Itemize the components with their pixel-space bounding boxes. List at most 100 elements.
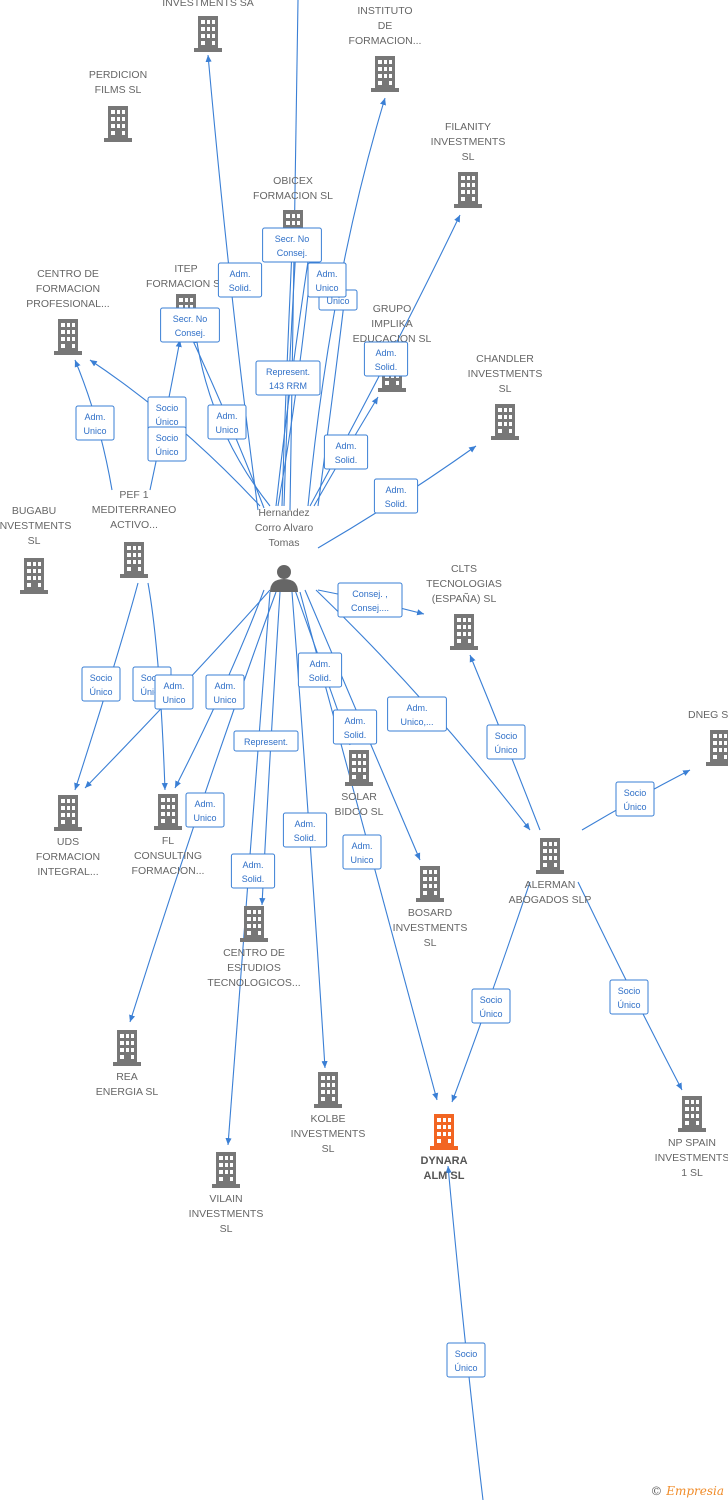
edge-label[interactable]: Adm.Solid. bbox=[323, 434, 369, 470]
edge-label-text: Secr. No bbox=[173, 314, 208, 324]
edge-label-text: Único bbox=[140, 687, 163, 697]
edge-label-box bbox=[185, 792, 225, 828]
building-icon bbox=[20, 558, 48, 594]
company-node[interactable]: FLCONSULTINGFORMACION... bbox=[132, 794, 205, 877]
node-label: INTEGRAL... bbox=[37, 866, 98, 878]
edge-label[interactable]: Adm.Unico bbox=[154, 674, 194, 710]
edge-label[interactable]: Adm.Unico bbox=[185, 792, 225, 828]
edge-label-box bbox=[207, 404, 247, 440]
edge-label-box bbox=[363, 341, 409, 377]
node-label: MEDITERRANEO bbox=[92, 504, 177, 516]
edge-label-box bbox=[332, 709, 378, 745]
edge-label-text: Secr. No bbox=[275, 234, 310, 244]
edge-label[interactable]: Represent.143 RRM bbox=[255, 360, 321, 396]
edge-label[interactable]: Adm.Unico,... bbox=[387, 696, 447, 732]
edge-label-text: Consej. bbox=[175, 328, 206, 338]
node-label: (ESPAÑA) SL bbox=[432, 592, 497, 605]
company-node[interactable]: INVESTMENTS SA bbox=[162, 0, 254, 52]
building-icon bbox=[104, 106, 132, 142]
building-icon bbox=[430, 1114, 458, 1150]
edge-label[interactable]: Adm.Solid. bbox=[363, 341, 409, 377]
edge-label[interactable]: Adm.Unico bbox=[307, 262, 347, 298]
company-node[interactable]: PEF 1MEDITERRANEOACTIVO... bbox=[92, 489, 177, 578]
edge-label-text: Socio bbox=[618, 986, 641, 996]
company-node[interactable]: CENTRO DEFORMACIONPROFESIONAL... bbox=[26, 268, 110, 355]
edge-label[interactable]: Adm.Solid. bbox=[217, 262, 263, 298]
edge-label[interactable]: Adm.Unico bbox=[342, 834, 382, 870]
node-label: DNEG SPAIN bbox=[688, 709, 728, 721]
building-icon bbox=[314, 1072, 342, 1108]
edge-label-text: Solid. bbox=[309, 673, 332, 683]
edge-label-text: Socio bbox=[455, 1349, 478, 1359]
node-label: Tomas bbox=[269, 537, 300, 549]
node-label: IMPLIKA bbox=[371, 318, 412, 330]
edges-layer bbox=[74, 0, 691, 1500]
edge-label[interactable]: Adm.Unico bbox=[75, 405, 115, 441]
edge-label[interactable]: Adm.Unico bbox=[207, 404, 247, 440]
edge-label-text: Consej. bbox=[277, 248, 308, 258]
edge-label-text: Adm. bbox=[385, 485, 406, 495]
edge-label[interactable]: Secr. No Consej. bbox=[160, 307, 220, 343]
company-node[interactable]: DNEG SPAIN bbox=[688, 709, 728, 766]
node-label: DE bbox=[378, 20, 393, 32]
edge-label-box bbox=[471, 988, 511, 1024]
edge-label-text: Adm. bbox=[309, 659, 330, 669]
building-icon bbox=[450, 614, 478, 650]
building-icon bbox=[536, 838, 564, 874]
company-node[interactable]: CENTRO DEESTUDIOSTECNOLOGICOS... bbox=[207, 906, 301, 989]
company-node[interactable]: ALERMAN ABOGADOS SLP bbox=[509, 838, 592, 906]
edge-label-text: Consej. , bbox=[352, 589, 388, 599]
edge-label[interactable]: Adm.Solid. bbox=[282, 812, 328, 848]
node-label: CENTRO DE bbox=[223, 947, 285, 959]
edge-label-text: Unico bbox=[213, 695, 236, 705]
edge-label[interactable]: Adm.Solid. bbox=[332, 709, 378, 745]
footer-credit[interactable]: © Empresia bbox=[650, 1484, 724, 1498]
edge-label-box bbox=[230, 853, 276, 889]
edge-label[interactable]: Adm.Solid. bbox=[373, 478, 419, 514]
node-label: FORMACION bbox=[36, 283, 100, 295]
edge-label-text: Socio bbox=[480, 995, 503, 1005]
edge-label-text: Adm. bbox=[351, 841, 372, 851]
node-label: ABOGADOS SLP bbox=[509, 894, 592, 906]
node-label: INVESTMENTS bbox=[189, 1208, 264, 1220]
company-node[interactable]: UDSFORMACIONINTEGRAL... bbox=[36, 795, 100, 878]
edge-label[interactable]: Adm.Unico bbox=[205, 674, 245, 710]
edge-label-text: Solid. bbox=[344, 730, 367, 740]
edge-label[interactable]: Represent. bbox=[233, 730, 299, 752]
edge-label-box bbox=[154, 674, 194, 710]
edge-labels-layer: Adm.Solid.Secr. NoConsej.Adm.UnicoUnicoS… bbox=[75, 227, 655, 1378]
edge-label[interactable]: Adm. Solid. bbox=[297, 652, 343, 688]
edge-label[interactable]: Secr. No Consej. bbox=[262, 227, 322, 263]
edge-label[interactable]: Adm.Solid. bbox=[230, 853, 276, 889]
building-icon bbox=[54, 795, 82, 831]
node-label: ACTIVO... bbox=[110, 519, 158, 531]
node-label: ALERMAN bbox=[525, 879, 576, 891]
edge-label-box bbox=[615, 781, 655, 817]
company-node[interactable]: INSTITUTODEFORMACION... bbox=[349, 5, 422, 92]
edge-label[interactable]: Consej. ,Consej.... bbox=[337, 582, 403, 618]
